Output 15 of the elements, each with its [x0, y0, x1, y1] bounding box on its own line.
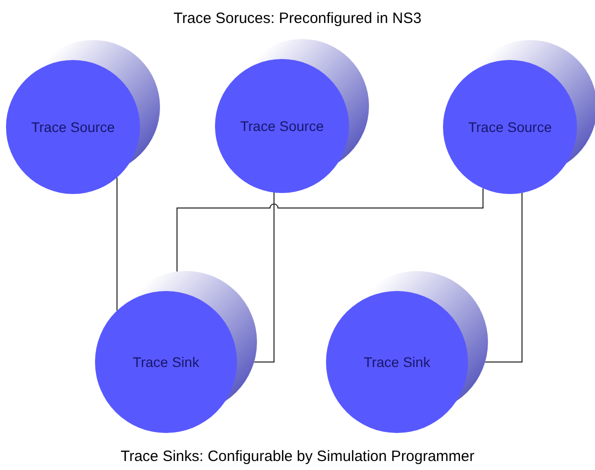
node-label: Trace Source [240, 116, 324, 136]
cylinder-node [215, 39, 369, 193]
cylinder-node [443, 40, 595, 194]
title: Trace Soruces: Preconfigured in NS3 [174, 9, 422, 29]
node-label: Trace Source [31, 118, 115, 136]
caption: Trace Sinks: Configurable by Simulation Programmer [120, 447, 474, 467]
node-label: Trace Sink [364, 352, 430, 372]
cylinder-node [326, 271, 488, 433]
node-label: Trace Source [468, 118, 552, 136]
connector-line [254, 192, 274, 362]
connector-line [484, 192, 522, 362]
node-label: Trace Sink [132, 352, 200, 372]
connector-line [116, 177, 118, 312]
cylinder-node [6, 40, 160, 194]
cylinder-node [95, 271, 257, 433]
